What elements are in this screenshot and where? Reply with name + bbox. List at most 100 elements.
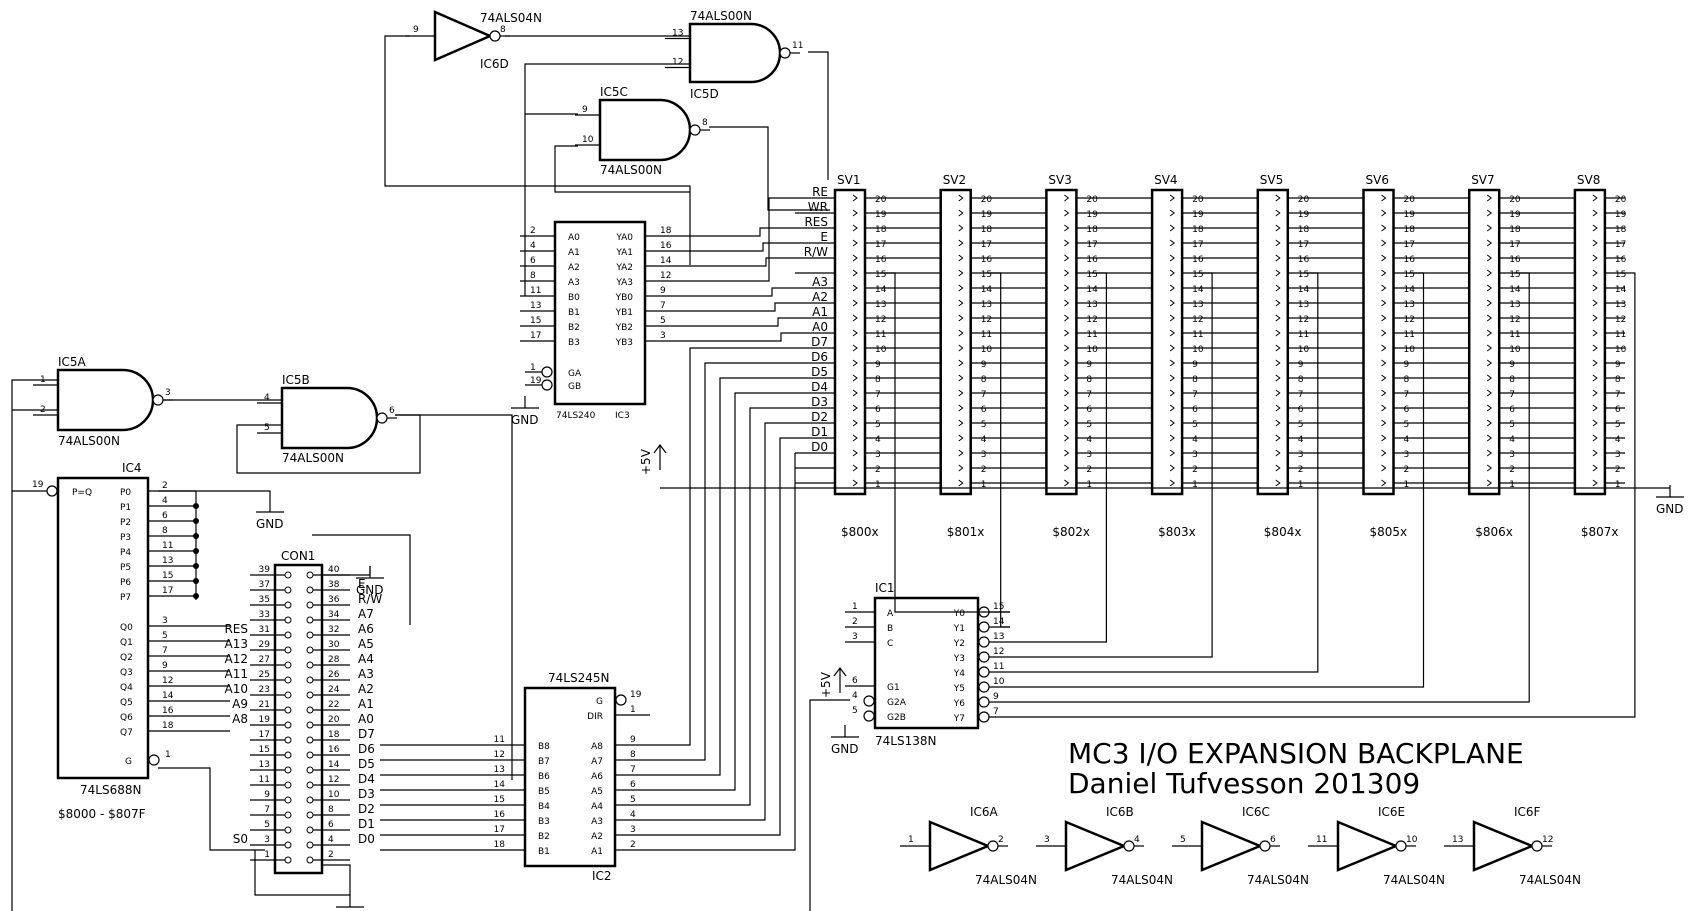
slot-pin-mark bbox=[1064, 299, 1070, 307]
ic5a-pin-in1: 1 bbox=[40, 375, 46, 385]
slot-pin-mark bbox=[1169, 239, 1175, 247]
slot-pin-num: 14 bbox=[875, 285, 887, 295]
con1-body bbox=[273, 563, 324, 875]
spare-part-ic6b: 74ALS04N bbox=[1111, 873, 1173, 887]
slot-pin-num: 3 bbox=[981, 450, 987, 460]
ic1-in-sig: A bbox=[887, 609, 894, 619]
con1-right-pin: 14 bbox=[328, 760, 340, 770]
bus-label: RE bbox=[812, 185, 828, 199]
ic1-in-pin: 3 bbox=[852, 632, 858, 642]
slot-pin-mark bbox=[1381, 269, 1387, 277]
slot-pin-num: 2 bbox=[981, 465, 987, 475]
ic4-part: 74LS688N bbox=[80, 783, 141, 797]
slot-pin-num: 9 bbox=[1298, 360, 1304, 370]
slot-body-sv2 bbox=[939, 188, 972, 496]
slot-addr-sv1: $800x bbox=[841, 525, 879, 539]
gnd-con1-top-label: GND bbox=[356, 583, 384, 597]
bus-label: WR bbox=[808, 200, 828, 214]
slot-pin-mark bbox=[1592, 449, 1598, 457]
ic3-pin-num: 17 bbox=[530, 331, 541, 341]
slot-pin-mark bbox=[958, 314, 964, 322]
spare-ic6e-symbol bbox=[1336, 820, 1400, 872]
con1-right-pin: 36 bbox=[328, 595, 340, 605]
spare-ic6b-symbol bbox=[1064, 820, 1128, 872]
slot-pin-num: 3 bbox=[1192, 450, 1198, 460]
slot-pin-mark bbox=[1381, 434, 1387, 442]
ic3-pin-num: 9 bbox=[660, 286, 666, 296]
slot-pin-num: 1 bbox=[981, 480, 987, 490]
slot-pin-mark bbox=[1592, 359, 1598, 367]
slot-pin-num: 18 bbox=[1298, 225, 1310, 235]
bus-label: D2 bbox=[811, 410, 828, 424]
slot-pin-mark bbox=[1275, 419, 1281, 427]
con1-right-signal: A1 bbox=[358, 697, 374, 711]
ic1-in-pin: 1 bbox=[852, 602, 858, 612]
slot-pin-num: 10 bbox=[1404, 345, 1416, 355]
slot-pin-mark bbox=[852, 209, 858, 217]
con1-pin-pad bbox=[284, 646, 292, 654]
ic3-pin-sig: YA2 bbox=[615, 263, 633, 273]
ic2-body bbox=[523, 686, 617, 868]
slot-pin-mark bbox=[1064, 434, 1070, 442]
slot-pin-mark bbox=[1486, 374, 1493, 382]
con1-left-pin: 15 bbox=[259, 745, 270, 755]
slot-pin-mark bbox=[1486, 314, 1493, 322]
inversion-bubble bbox=[1531, 840, 1543, 852]
slot-pin-mark bbox=[1064, 464, 1070, 472]
slot-pin-mark bbox=[852, 299, 858, 307]
slot-pin-num: 15 bbox=[981, 270, 992, 280]
bus-label: A3 bbox=[812, 275, 828, 289]
ic1-out-sig: Y1 bbox=[953, 624, 965, 634]
con1-right-signal: D0 bbox=[358, 832, 375, 846]
ic5c-pin-in1: 9 bbox=[582, 105, 588, 115]
slot-pin-num: 9 bbox=[875, 360, 881, 370]
con1-left-pin: 25 bbox=[259, 670, 270, 680]
ic4-q-sig: Q4 bbox=[120, 683, 133, 693]
ic5d-symbol bbox=[688, 22, 782, 84]
slot-pin-num: 17 bbox=[1509, 240, 1520, 250]
slot-pin-num: 11 bbox=[875, 330, 886, 340]
ic5d-pin-out: 11 bbox=[792, 41, 803, 51]
slot-pin-mark bbox=[852, 254, 858, 262]
ic1-out-pin: 9 bbox=[993, 692, 999, 702]
slot-pin-mark bbox=[958, 434, 964, 442]
con1-left-pin: 23 bbox=[259, 685, 270, 695]
slot-pin-num: 10 bbox=[1192, 345, 1204, 355]
slot-pin-num: 9 bbox=[981, 360, 987, 370]
con1-right-signal: D6 bbox=[358, 742, 375, 756]
slot-pin-num: 14 bbox=[981, 285, 993, 295]
spare-ic6b-pin-out: 4 bbox=[1134, 835, 1140, 845]
slot-pin-mark bbox=[1169, 359, 1175, 367]
junction-dot bbox=[193, 503, 199, 509]
ic3-pin-num: 13 bbox=[530, 301, 541, 311]
ic3-to-bus bbox=[680, 227, 795, 237]
slot-pin-num: 13 bbox=[1404, 300, 1415, 310]
slot-pin-mark bbox=[1275, 314, 1281, 322]
con1-name: CON1 bbox=[281, 549, 315, 563]
ic3-pin-sig: YB3 bbox=[615, 338, 633, 348]
ic3-to-bus bbox=[680, 317, 795, 327]
slot-pin-num: 18 bbox=[1615, 225, 1627, 235]
slot-pin-mark bbox=[1381, 239, 1387, 247]
ic1-out-sig: Y7 bbox=[953, 714, 965, 724]
slot-pin-mark bbox=[1169, 329, 1175, 337]
ic3-pin-sig: A1 bbox=[568, 248, 580, 258]
slot-pin-num: 8 bbox=[1192, 375, 1198, 385]
ic3-to-bus bbox=[680, 332, 795, 342]
ic4-q-sig: Q6 bbox=[120, 713, 133, 723]
ic2-to-bus bbox=[645, 453, 796, 851]
bus-label: E bbox=[820, 230, 828, 244]
slot-pin-num: 3 bbox=[1404, 450, 1410, 460]
slot-pin-num: 19 bbox=[875, 210, 887, 220]
slot-pin-mark bbox=[1169, 254, 1175, 262]
con1-right-signal: A6 bbox=[358, 622, 374, 636]
slot-pin-num: 4 bbox=[1404, 435, 1410, 445]
ic3-pin-num: 8 bbox=[530, 271, 536, 281]
slot-pin-mark bbox=[1064, 314, 1070, 322]
slot-pin-mark bbox=[958, 239, 964, 247]
bus-label: D5 bbox=[811, 365, 828, 379]
spare-ic6e-pin-out: 10 bbox=[1406, 835, 1418, 845]
ic5c-part: 74ALS00N bbox=[600, 163, 662, 177]
con1-pin-pad bbox=[306, 856, 314, 864]
slot-pin-mark bbox=[1064, 404, 1070, 412]
